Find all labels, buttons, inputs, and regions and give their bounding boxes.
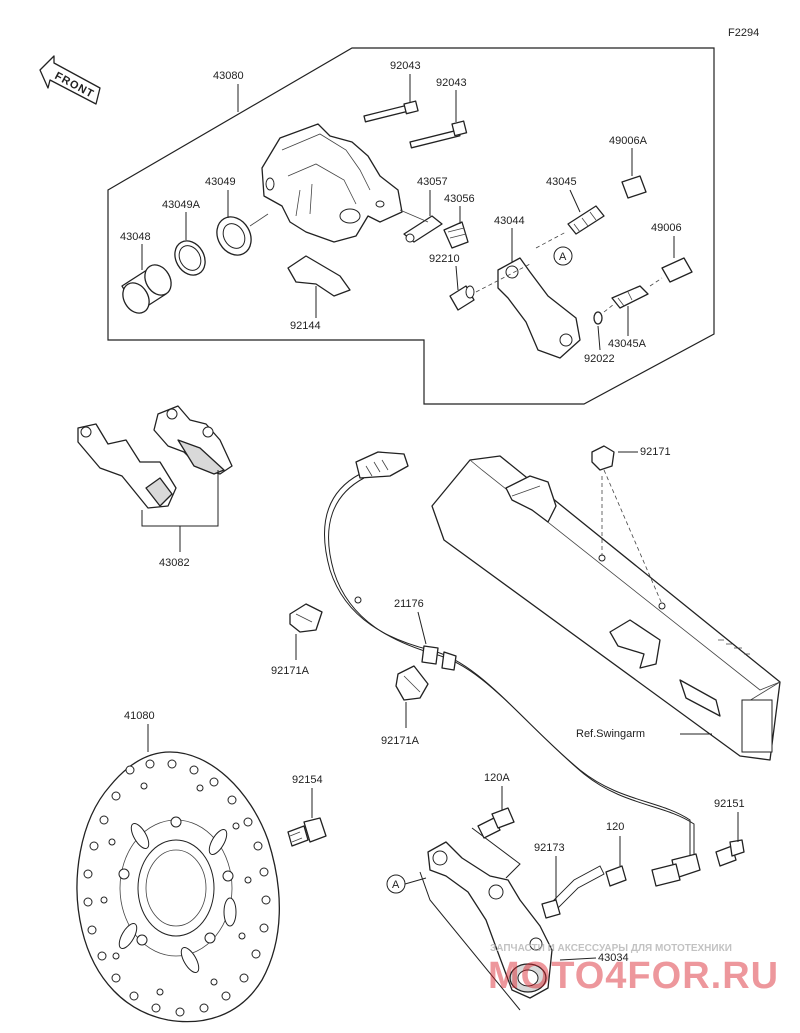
brake-pad-left <box>77 423 177 509</box>
seal-43049A <box>174 240 206 276</box>
label-92171: 92171 <box>640 446 671 458</box>
watermark-caption: ЗАПЧАСТИ И АКСЕССУАРЫ ДЛЯ МОТОТЕХНИКИ <box>490 943 732 954</box>
label-43057: 43057 <box>417 176 448 188</box>
label-43082: 43082 <box>159 557 190 569</box>
boot-49006 <box>661 257 693 283</box>
seal-43049 <box>216 216 252 256</box>
label-92022: 92022 <box>584 353 615 365</box>
swingarm <box>431 455 781 761</box>
label-92154: 92154 <box>292 774 323 786</box>
sensor-bracket-43034 <box>427 841 553 999</box>
label-43056: 43056 <box>444 193 475 205</box>
callout-a-lower: A <box>386 874 406 894</box>
brake-disc-41080 <box>76 751 280 1023</box>
brake-pad-right <box>153 405 233 475</box>
clip-92171A-1 <box>289 603 323 633</box>
label-49006: 49006 <box>651 222 682 234</box>
front-arrow-icon: FRONT <box>39 55 101 105</box>
label-43045A: 43045A <box>608 338 647 350</box>
caliper-assembly-frame <box>107 47 715 405</box>
label-120: 120 <box>606 821 624 833</box>
bracket-43044 <box>497 257 581 359</box>
label-ref-swingarm: Ref.Swingarm <box>576 728 645 740</box>
bleeder-cap-43057 <box>403 215 443 243</box>
label-41080: 41080 <box>124 710 155 722</box>
label-43048: 43048 <box>120 231 151 243</box>
boot-49006A <box>621 175 647 199</box>
label-92171A-2: 92171A <box>381 735 420 747</box>
bolt-120A <box>477 807 515 839</box>
label-43049A: 43049A <box>162 199 201 211</box>
label-92043-b: 92043 <box>436 77 467 89</box>
label-43080: 43080 <box>213 70 244 82</box>
washer-92022 <box>593 311 603 325</box>
bolt-92151 <box>715 839 745 867</box>
label-92173: 92173 <box>534 842 565 854</box>
label-43044: 43044 <box>494 215 525 227</box>
label-92144: 92144 <box>290 320 321 332</box>
label-120A: 120A <box>484 772 510 784</box>
svg-text:A: A <box>392 879 400 891</box>
label-92171A-1: 92171A <box>271 665 310 677</box>
pin-92043-b <box>409 120 468 149</box>
caliper-body <box>261 123 403 243</box>
bolt-92154 <box>287 817 327 847</box>
label-21176: 21176 <box>394 598 424 610</box>
clip-92171 <box>591 445 615 471</box>
svg-text:A: A <box>559 251 567 263</box>
piston-43048 <box>121 264 172 314</box>
pin-43045 <box>567 205 605 235</box>
bleeder-valve-43056 <box>443 221 469 249</box>
label-92151: 92151 <box>714 798 745 810</box>
label-43045: 43045 <box>546 176 577 188</box>
disc-holes <box>83 759 271 1017</box>
abs-sensor-cable-21176 <box>324 451 701 887</box>
pin-92043-a <box>363 100 419 123</box>
spring-92144 <box>287 255 351 297</box>
clamp-92173 <box>541 865 605 919</box>
watermark-logo: MOTO4FOR.RU <box>488 955 779 997</box>
label-43034: 43034 <box>598 952 629 964</box>
label-49006A: 49006A <box>609 135 648 147</box>
diagram-code: F2294 <box>728 27 759 39</box>
label-43049: 43049 <box>205 176 236 188</box>
callout-a-upper: A <box>553 246 573 266</box>
cap-92210 <box>449 285 475 311</box>
clip-92171A-2 <box>395 665 429 701</box>
label-92210: 92210 <box>429 253 460 265</box>
pin-43045A <box>611 285 649 309</box>
label-92043-a: 92043 <box>390 60 421 72</box>
watermark: ЗАПЧАСТИ И АКСЕССУАРЫ ДЛЯ МОТОТЕХНИКИ MO… <box>488 943 779 997</box>
bolt-120 <box>605 865 627 887</box>
